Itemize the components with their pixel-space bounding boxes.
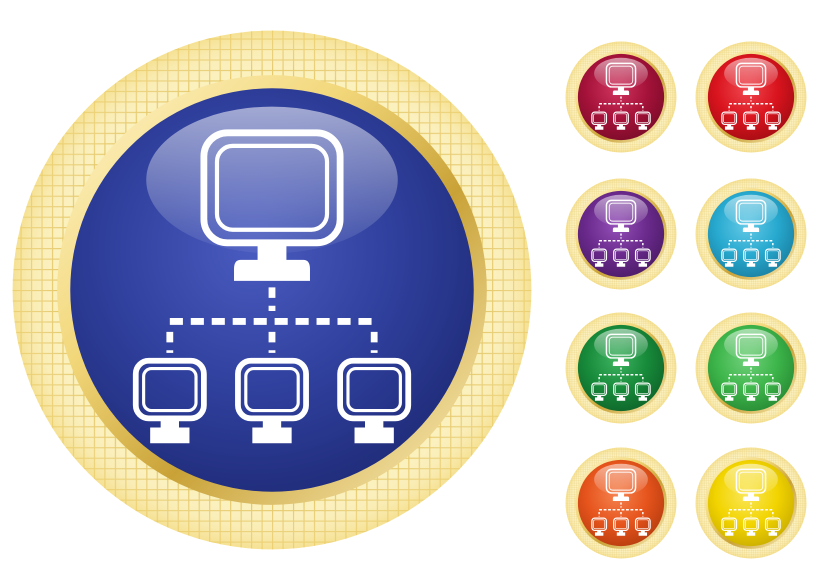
network-hierarchy-icon — [721, 468, 781, 536]
network-button-orange[interactable] — [565, 447, 677, 559]
network-button-yellow[interactable] — [695, 447, 807, 559]
network-hierarchy-icon — [721, 199, 781, 267]
network-button-crimson[interactable] — [565, 41, 677, 153]
network-hierarchy-icon — [132, 129, 412, 444]
network-button-purple[interactable] — [565, 178, 677, 290]
network-button-green[interactable] — [695, 312, 807, 424]
network-hierarchy-icon — [591, 199, 651, 267]
network-hierarchy-icon — [591, 62, 651, 130]
network-button-cyan[interactable] — [695, 178, 807, 290]
network-button-dark-green[interactable] — [565, 312, 677, 424]
network-button-blue-large[interactable] — [10, 28, 534, 552]
network-button-red[interactable] — [695, 41, 807, 153]
